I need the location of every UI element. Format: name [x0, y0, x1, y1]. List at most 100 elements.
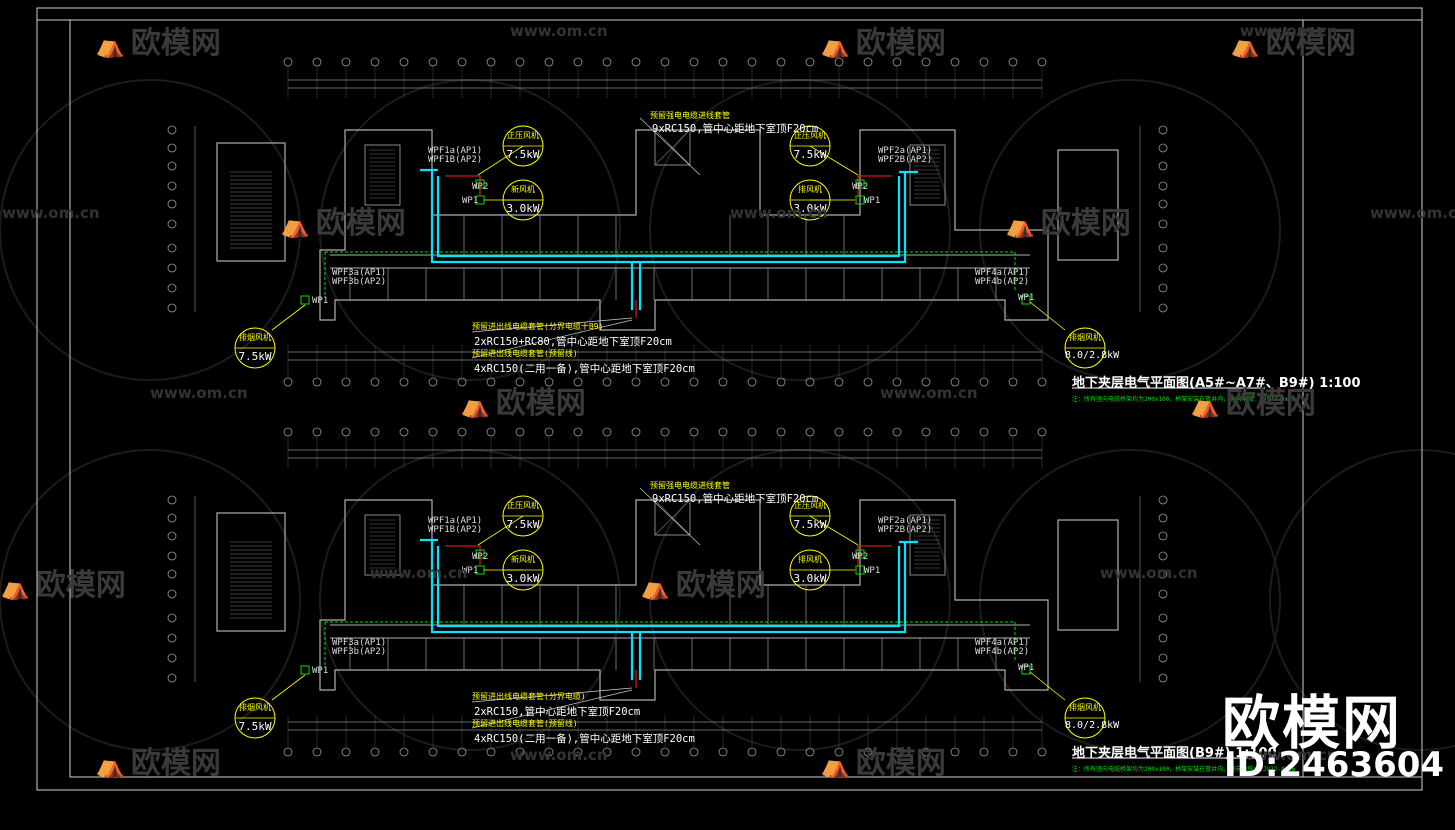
equipment-power: 7.5kW: [506, 518, 540, 531]
watermark-site: www.om.cn: [150, 384, 248, 402]
axis-bubble: [1158, 653, 1168, 663]
cable-head: 预留进出线电缆套管(预留线): [472, 349, 578, 358]
axis-bubble: [167, 495, 177, 505]
leader-line: [1029, 671, 1066, 701]
equipment-power: 8.0/2.8kW: [1065, 350, 1120, 361]
equipment-power: 7.5kW: [506, 148, 540, 161]
axis-bubble: [167, 613, 177, 623]
elevator-x: [654, 129, 691, 166]
panel-label: WPF2a(AP1): [878, 516, 933, 526]
axis-bubble: [167, 673, 177, 683]
axis-bubble: [1158, 673, 1168, 683]
equipment-power: 3.0kW: [793, 202, 827, 215]
device-label: WP2: [852, 182, 869, 192]
sofa-icon: ⛺: [1230, 31, 1260, 59]
cable-spec: 4xRC150(二用一备),管中心距地下室顶F20cm: [474, 363, 695, 375]
sofa-icon: ⛺: [95, 31, 125, 59]
leader-line: [639, 117, 701, 176]
device-label: WP1: [1018, 293, 1035, 303]
watermark-site: www.om.cn: [1370, 204, 1455, 222]
equipment-power: 7.5kW: [238, 350, 272, 363]
device-label: WP1: [864, 566, 881, 576]
cable-head: 预留进出线电缆套管(预留线): [472, 719, 578, 728]
equipment-power: 8.0/2.8kW: [1065, 720, 1120, 731]
watermark-site: www.om.cn: [880, 384, 978, 402]
device-box: [300, 665, 310, 675]
device-box: [475, 179, 485, 189]
axis-bubble: [1158, 569, 1168, 579]
sofa-icon: ⛺: [820, 31, 850, 59]
feeder-line: [325, 251, 1016, 290]
watermark-brand: ⛺欧模网: [1190, 378, 1316, 422]
cable-red: [857, 545, 892, 565]
axis-bubble: [1158, 531, 1168, 541]
watermark-brand-text: 欧模网: [1265, 26, 1356, 61]
axis-bubble: [167, 143, 177, 153]
floor-plan-group: [167, 427, 1265, 759]
device-box: [855, 195, 865, 205]
cable-red: [857, 175, 892, 195]
brand-logo: 欧模网: [1222, 689, 1403, 757]
axis-bubble: [167, 181, 177, 191]
cable-tray: [420, 538, 918, 544]
stair-core: [1057, 149, 1119, 261]
stair-core: [1057, 519, 1119, 631]
stair-right: [909, 514, 946, 576]
feeder-line: [325, 621, 1016, 660]
watermark-circle: [0, 449, 301, 751]
brand-id: ID:2463604: [1224, 745, 1445, 785]
cable-spec: 4xRC150(二用一备),管中心距地下室顶F20cm: [474, 733, 695, 745]
equipment-label: 正压风机: [794, 131, 826, 140]
axis-bubble: [167, 263, 177, 273]
axis-bubble: [1158, 143, 1168, 153]
leader-line: [639, 487, 701, 546]
device-box: [855, 549, 865, 559]
leader-line: [471, 317, 633, 333]
cable-head: 预留强电电缆进线套管: [650, 481, 730, 490]
equipment-power: 3.0kW: [793, 572, 827, 585]
panel-label: WPF3a(AP1): [332, 268, 387, 278]
cable-tray: [420, 168, 918, 174]
sofa-icon: ⛺: [640, 573, 670, 601]
sofa-icon: ⛺: [1190, 391, 1220, 419]
panel-label: WPF1a(AP1): [428, 146, 483, 156]
axis-bubble: [167, 589, 177, 599]
stair-left: [364, 514, 401, 576]
watermark-brand-text: 欧模网: [1225, 386, 1316, 421]
panel-label: WPF3a(AP1): [332, 638, 387, 648]
elevator-x: [654, 499, 691, 536]
watermark-brand: ⛺欧模网: [0, 560, 126, 604]
leader-line: [809, 515, 859, 546]
leader-line: [809, 145, 859, 176]
plan-note: 注：所有竖向电缆桥架均为200x100，桥架安装在管井内，竖向电缆：YJV22-…: [1072, 766, 1296, 773]
cable-tray: [436, 546, 901, 628]
sofa-icon: ⛺: [0, 573, 30, 601]
watermark-brand-text: 欧模网: [855, 26, 946, 61]
watermark-brand-text: 欧模网: [855, 746, 946, 781]
equipment-label: 排烟风机: [1069, 703, 1101, 712]
watermark-site: www.om.cn: [730, 204, 828, 222]
cable-spec: 9xRC150,管中心距地下室顶F20cm: [652, 123, 819, 135]
equipment-label: 排烟风机: [1069, 333, 1101, 342]
watermark-brand: ⛺欧模网: [95, 18, 221, 62]
panel-label: WPF2a(AP1): [878, 146, 933, 156]
leader-line: [271, 304, 306, 331]
leader-line: [477, 515, 524, 546]
watermark-circle: [1269, 449, 1455, 751]
leader-line: [471, 319, 633, 359]
device-label: WP2: [472, 182, 489, 192]
cable-tray: [630, 632, 642, 680]
watermark-site: www.om.cn: [510, 22, 608, 40]
leader-line: [471, 689, 633, 729]
axis-bubble: [1158, 243, 1168, 253]
panel-label: WPF4a(AP1): [975, 268, 1030, 278]
watermark-circle: [0, 79, 301, 381]
leader-line: [1029, 301, 1066, 331]
cable-red: [445, 545, 481, 565]
device-box: [855, 179, 865, 189]
elevator-shaft: [654, 129, 691, 166]
watermark-site: www.om.cn: [1100, 564, 1198, 582]
device-label: WP2: [472, 552, 489, 562]
